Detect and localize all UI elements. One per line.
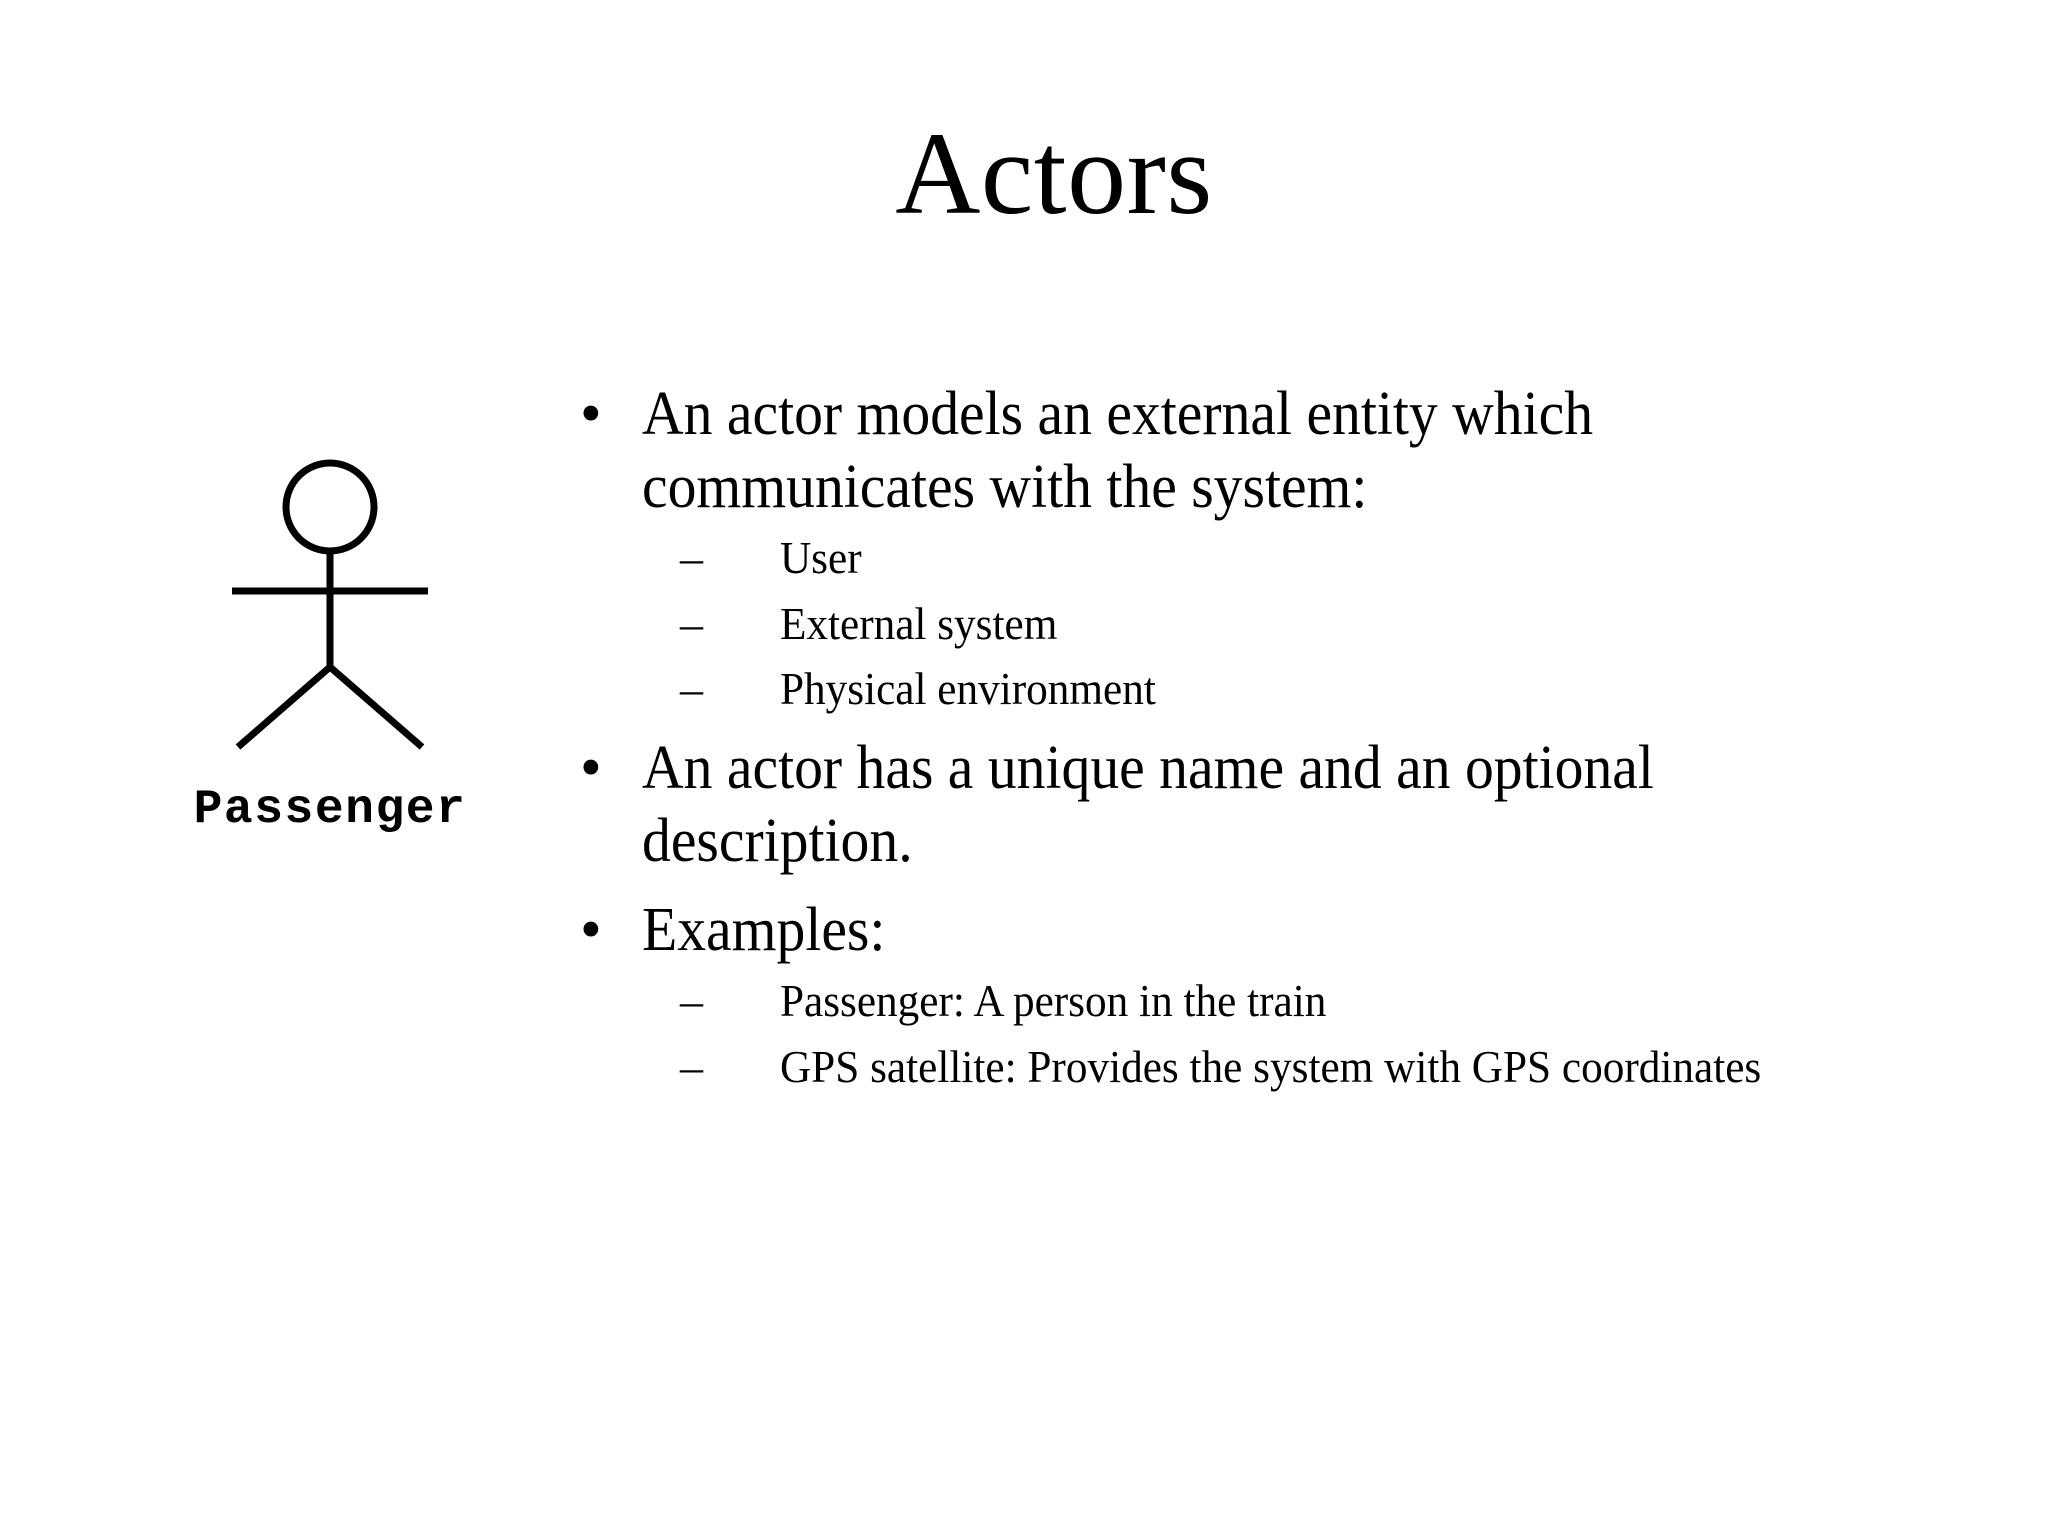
bullet-marker-icon: • (580, 733, 602, 802)
bullet-marker-icon: • (580, 896, 602, 965)
list-item-label: GPS satellite: Provides the system with … (779, 1040, 1762, 1092)
list-item: – Passenger: A person in the train (570, 973, 1990, 1028)
dash-marker-icon: – (680, 975, 703, 1027)
sub-bullet-list: – Passenger: A person in the train – GPS… (570, 973, 1990, 1093)
list-item-label: An actor has a unique name and an option… (642, 733, 1654, 876)
bullet-marker-icon: • (580, 380, 602, 448)
list-item-label: An actor models an external entity which… (642, 380, 1594, 522)
dash-marker-icon: – (680, 597, 703, 649)
actor-diagram: Passenger (120, 455, 540, 837)
sub-bullet-list: – User – External system – Physical envi… (570, 530, 1990, 716)
bullet-list: • An actor models an external entity whi… (570, 378, 1990, 1104)
list-item: – GPS satellite: Provides the system wit… (570, 1039, 1990, 1094)
dash-marker-icon: – (680, 662, 703, 714)
list-item-label: Physical environment (779, 662, 1156, 714)
actor-label: Passenger (193, 783, 467, 837)
list-item-label: Examples: (642, 896, 886, 965)
list-item-label: Passenger: A person in the train (779, 975, 1327, 1027)
list-item: • An actor models an external entity whi… (570, 378, 1990, 524)
list-item-label: User (779, 532, 862, 584)
dash-marker-icon: – (680, 532, 703, 584)
list-item: • An actor has a unique name and an opti… (570, 732, 1990, 878)
list-item: – Physical environment (570, 661, 1990, 716)
list-item: • Examples: (570, 894, 1990, 967)
dash-marker-icon: – (680, 1040, 703, 1092)
list-item-label: External system (779, 597, 1058, 649)
list-item: – User (570, 530, 1990, 585)
list-item: – External system (570, 596, 1990, 651)
uml-actor-stick-figure-icon (232, 459, 428, 750)
page-title: Actors (895, 108, 1213, 239)
